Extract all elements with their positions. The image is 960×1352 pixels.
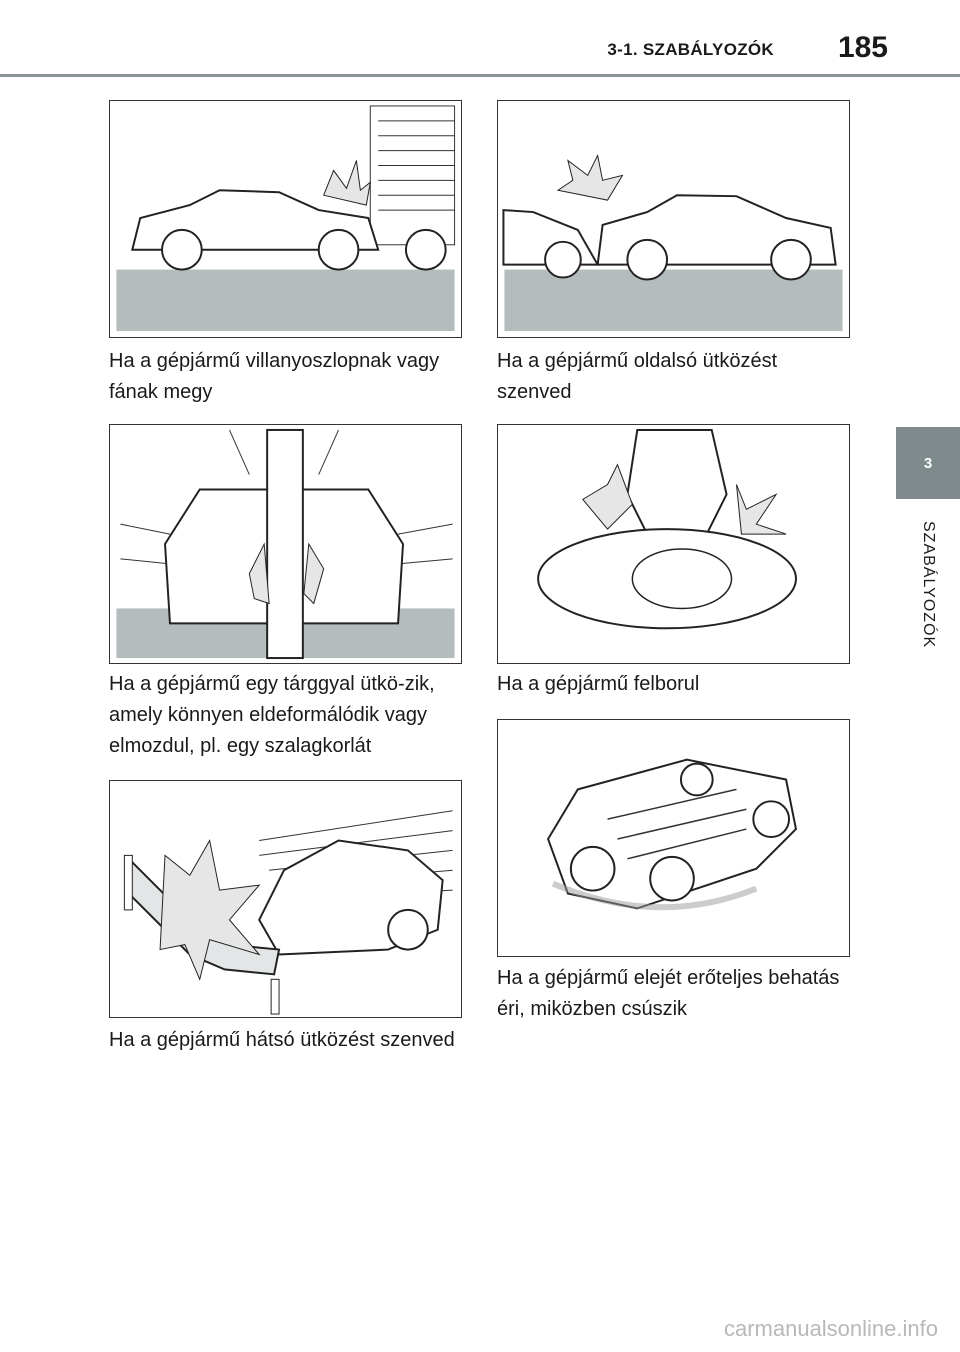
figure-caption: Ha a gépjármű elejét erőteljes behatás é… [497,967,840,1020]
figure-caption: Ha a gépjármű oldalsó ütközést szenved [497,350,778,403]
illustration-rollover [497,424,850,664]
illustration-side-collision [497,100,850,338]
figure-caption: Ha a gépjármű hátsó ütközést szenved [109,1029,455,1051]
illustration-deformable-object [109,424,462,664]
chapter-label: SZABÁLYOZÓK [920,521,937,649]
figure-caption: Ha a gépjármű egy tárggyal ütkö-zik, ame… [109,673,435,757]
watermark-text: carmanualsonline.info [723,1316,938,1341]
page-header-section: 3-1. SZABÁLYOZÓK [607,40,774,59]
figure-caption: Ha a gépjármű felborul [497,673,700,695]
figure-caption: Ha a gépjármű villanyoszlopnak vagy fána… [109,350,440,403]
illustration-pole-collision [109,100,462,338]
illustration-rear-collision [109,780,462,1018]
header-rule [0,74,960,77]
page-number: 185 [837,31,888,64]
illustration-sliding-impact [497,719,850,957]
chapter-tab[interactable]: 3 [896,427,960,499]
chapter-side-label: SZABÁLYOZÓK [896,499,960,699]
chapter-number: 3 [923,454,933,472]
